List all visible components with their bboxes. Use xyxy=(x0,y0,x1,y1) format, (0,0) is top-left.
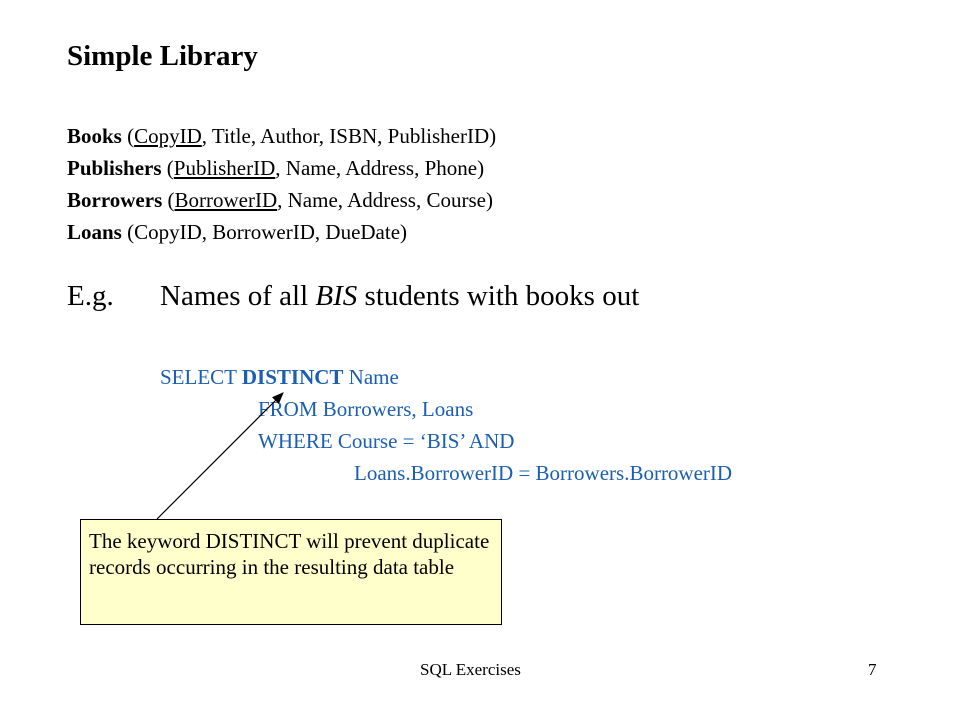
schema-row-borrowers: Borrowers (BorrowerID, Name, Address, Co… xyxy=(67,184,496,216)
sql-join-line: Loans.BorrowerID = Borrowers.BorrowerID xyxy=(354,461,733,485)
schema-row-books: Books (CopyID, Title, Author, ISBN, Publ… xyxy=(67,120,496,152)
schema-fields: , Title, Author, ISBN, PublisherID) xyxy=(201,124,497,148)
schema-list: Books (CopyID, Title, Author, ISBN, Publ… xyxy=(67,120,496,248)
page-number: 7 xyxy=(868,660,877,679)
schema-open: ( xyxy=(161,156,174,180)
example-text-italic: BIS xyxy=(315,280,358,312)
table-name: Loans xyxy=(67,220,122,244)
example-label: E.g. xyxy=(67,280,114,312)
schema-row-loans: Loans (CopyID, BorrowerID, DueDate) xyxy=(67,216,496,248)
primary-key: CopyID xyxy=(134,124,202,148)
example-text-before: Names of all xyxy=(160,280,316,312)
schema-open: ( xyxy=(162,188,175,212)
schema-open: ( xyxy=(121,124,135,148)
schema-fields: , Name, Address, Course) xyxy=(277,188,493,212)
sql-where-line: WHERE Course = ‘BIS’ AND xyxy=(258,429,515,453)
sql-select-keyword: SELECT xyxy=(160,365,242,389)
footer-title: SQL Exercises xyxy=(420,660,521,679)
sql-distinct-keyword: DISTINCT xyxy=(241,365,344,389)
schema-row-publishers: Publishers (PublisherID, Name, Address, … xyxy=(67,152,496,184)
sql-from-line: FROM Borrowers, Loans xyxy=(258,397,474,421)
primary-key: BorrowerID xyxy=(174,188,278,212)
sql-query: SELECT DISTINCT Name FROM Borrowers, Loa… xyxy=(160,361,732,489)
callout-box: The keyword DISTINCT will prevent duplic… xyxy=(80,519,502,625)
schema-fields: (CopyID, BorrowerID, DueDate) xyxy=(121,220,408,244)
table-name: Publishers xyxy=(67,156,162,180)
schema-fields: , Name, Address, Phone) xyxy=(275,156,485,180)
table-name: Borrowers xyxy=(67,188,163,212)
table-name: Books xyxy=(67,124,122,148)
example-text-after: students with books out xyxy=(357,280,640,312)
sql-select-line: SELECT DISTINCT Name xyxy=(160,361,732,393)
slide-title: Simple Library xyxy=(67,40,258,72)
primary-key: PublisherID xyxy=(173,156,276,180)
sql-select-columns: Name xyxy=(343,365,399,389)
example-line: E.g. Names of all BIS students with books… xyxy=(67,280,639,313)
